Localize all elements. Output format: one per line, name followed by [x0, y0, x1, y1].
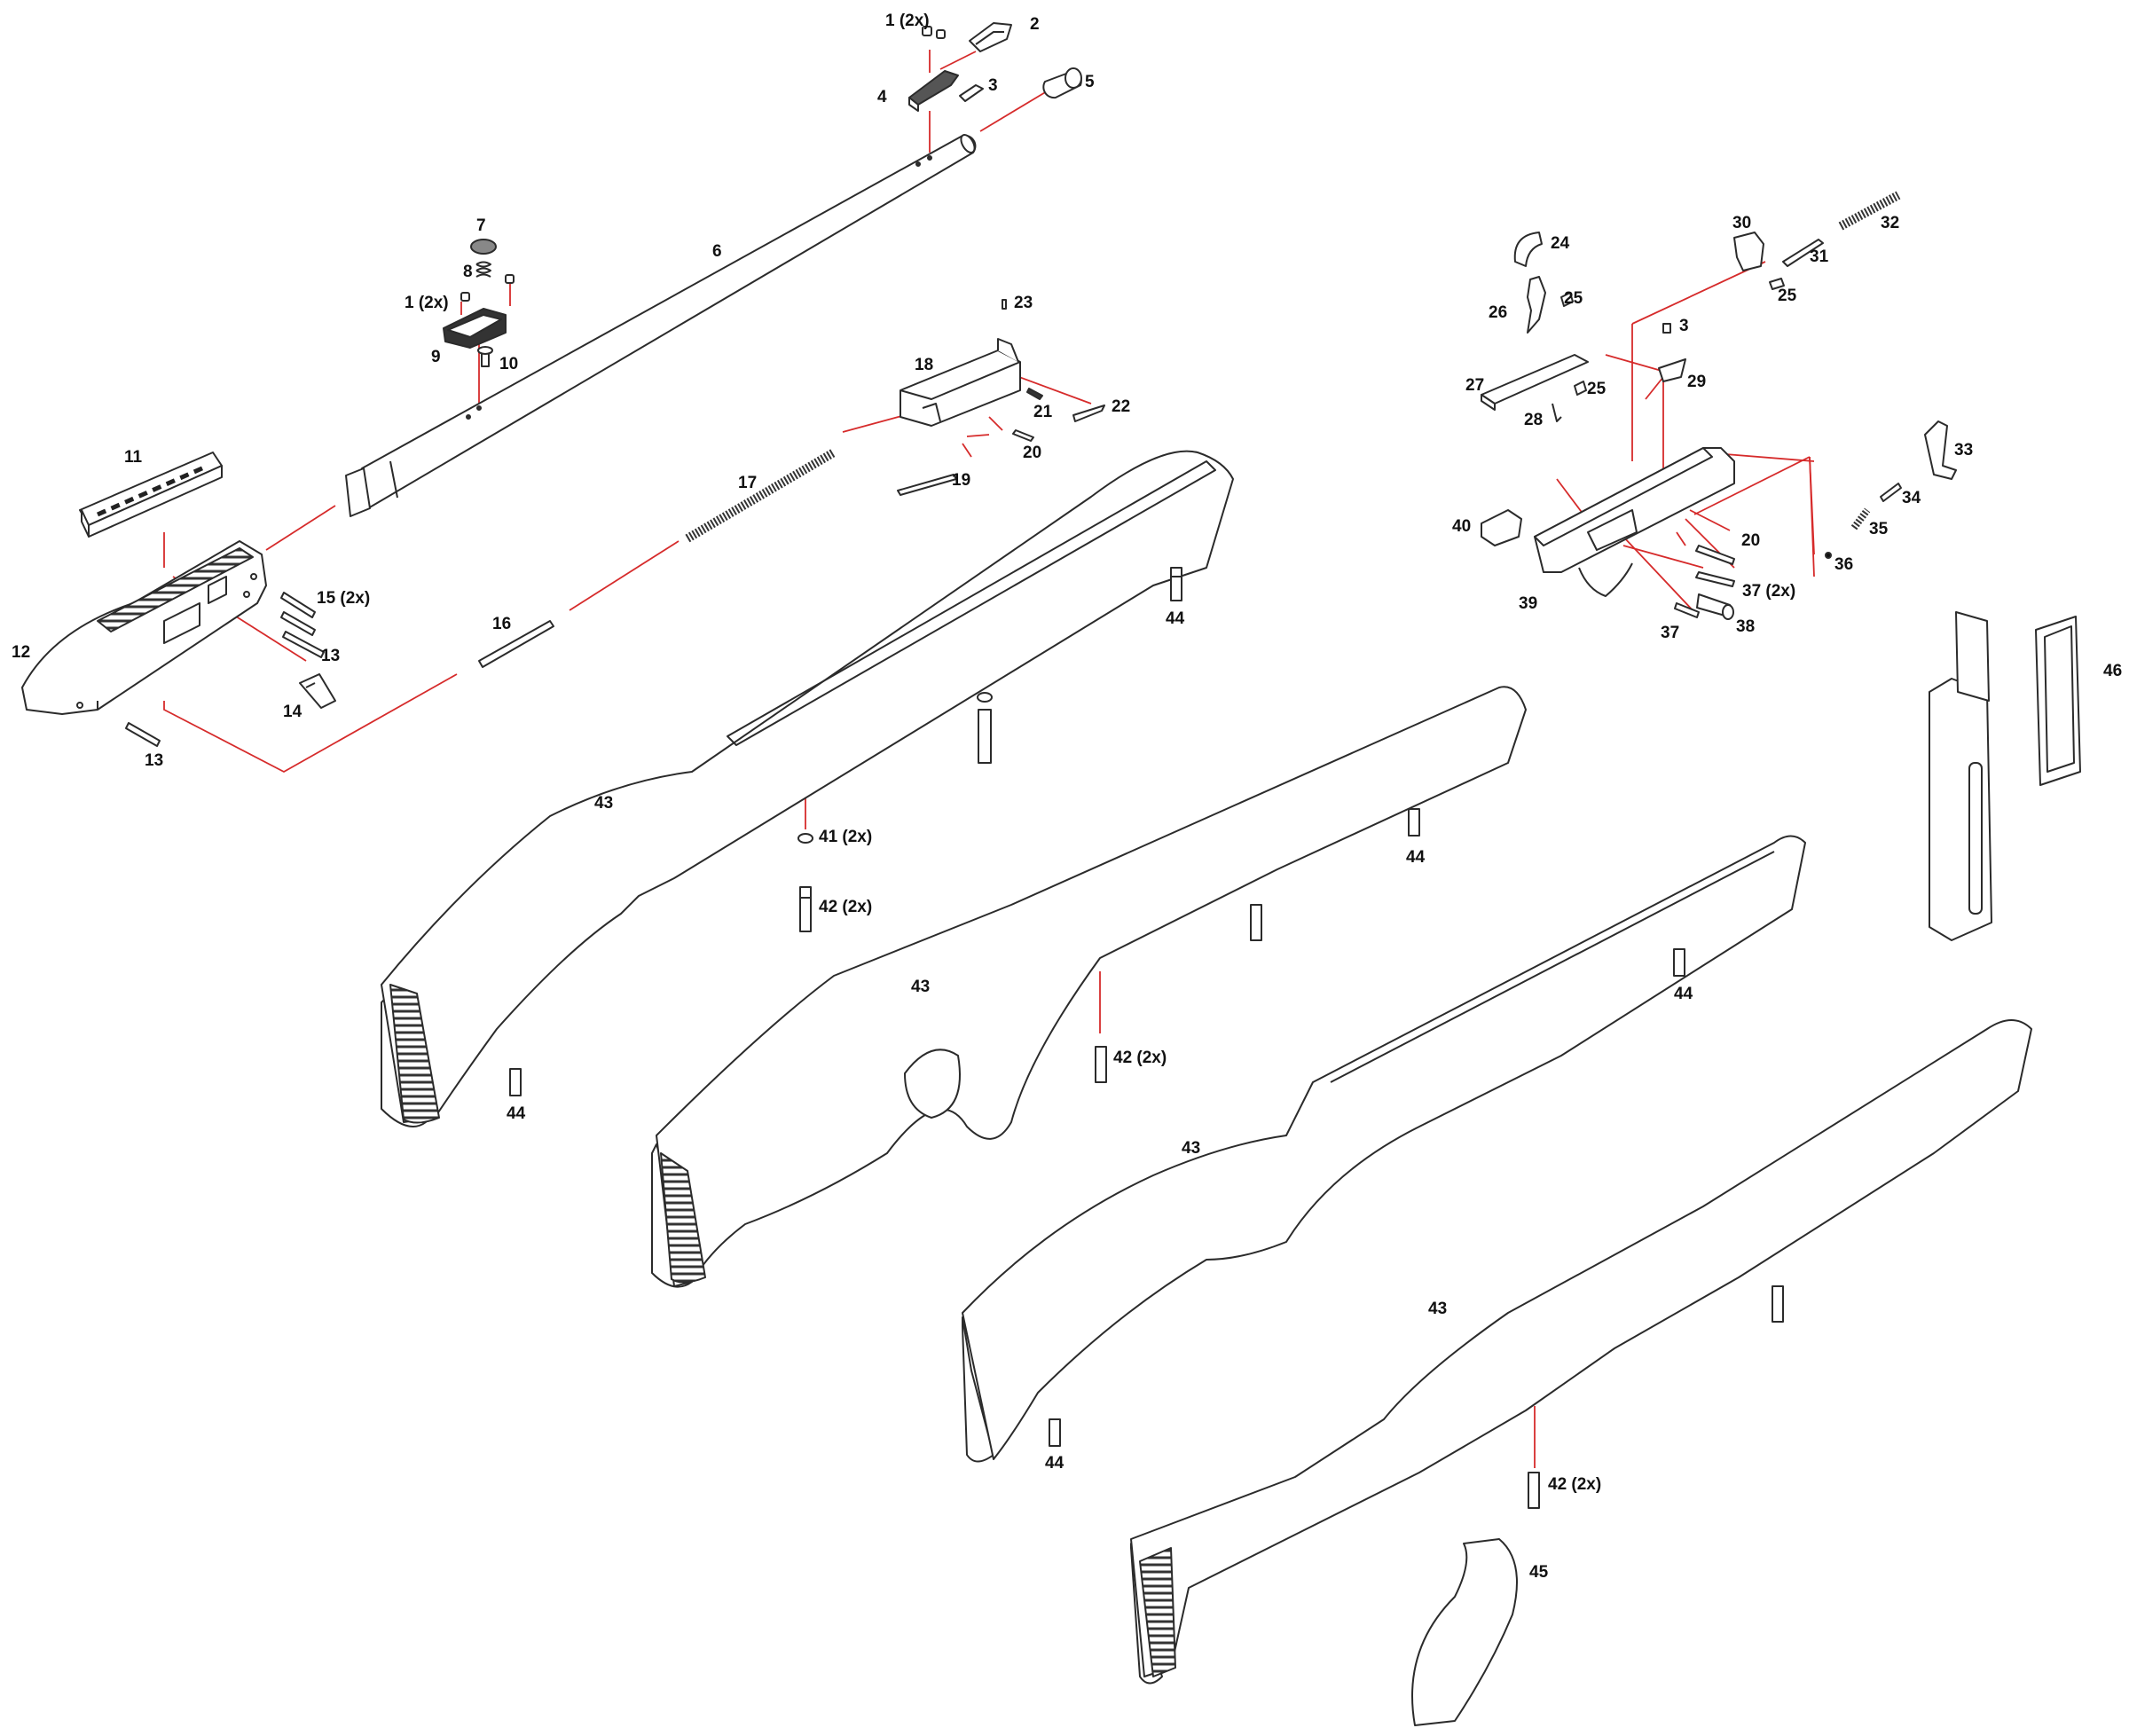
part-label-25-upper: 25	[1564, 289, 1583, 308]
part-label-25-hammer: 25	[1778, 287, 1797, 305]
part-label-34: 34	[1902, 489, 1921, 507]
part-label-13-upper: 13	[321, 647, 341, 665]
magazines-part-46	[1929, 611, 2081, 941]
trigger-group-small-parts	[1481, 232, 1686, 422]
stock-part-43-thumbhole	[651, 686, 1527, 1288]
part-label-43-wood: 43	[594, 794, 614, 813]
part-label-43-thumbhole: 43	[911, 978, 931, 996]
part-label-6: 6	[712, 242, 722, 261]
part-label-44-sporter-upper: 44	[1674, 985, 1693, 1003]
stock-part-43-chassis	[1130, 1019, 2032, 1726]
magazine-release-parts	[1825, 420, 1957, 559]
part-label-42-2x-chassis: 42 (2x)	[1548, 1475, 1602, 1494]
part-label-26: 26	[1489, 303, 1508, 322]
part-label-24: 24	[1551, 234, 1570, 253]
part-label-22: 22	[1112, 397, 1131, 416]
part-label-40: 40	[1452, 517, 1472, 536]
front-sight-parts	[908, 22, 1082, 112]
part-label-29: 29	[1687, 373, 1707, 391]
scope-rail-part-11	[79, 452, 223, 538]
hammer-parts	[1733, 191, 1901, 290]
line-art	[21, 22, 2081, 1726]
barrel-part-6	[345, 134, 977, 517]
part-label-21: 21	[1033, 403, 1053, 421]
trigger-housing-part-39	[1481, 447, 1735, 620]
part-label-1-2x-rear: 1 (2x)	[405, 294, 449, 312]
part-label-10: 10	[499, 355, 519, 373]
part-label-41-2x: 41 (2x)	[819, 828, 873, 846]
part-label-28: 28	[1524, 411, 1544, 429]
part-label-11: 11	[124, 448, 143, 467]
part-label-1-2x-front: 1 (2x)	[885, 12, 930, 30]
part-label-44-sporter-butt: 44	[1045, 1454, 1064, 1473]
part-label-12: 12	[12, 643, 31, 662]
part-label-43-chassis: 43	[1428, 1300, 1448, 1318]
part-label-20-bolt: 20	[1023, 444, 1042, 462]
part-label-25-middle: 25	[1587, 380, 1607, 398]
part-label-37: 37	[1661, 624, 1680, 642]
rear-sight-parts	[443, 239, 515, 367]
part-label-43-sporter: 43	[1182, 1139, 1201, 1158]
part-label-35: 35	[1869, 520, 1889, 538]
part-label-32: 32	[1881, 214, 1900, 232]
part-label-42-2x-wood: 42 (2x)	[819, 898, 873, 916]
part-label-5: 5	[1085, 73, 1095, 91]
part-label-42-2x-thumbhole: 42 (2x)	[1113, 1049, 1167, 1067]
part-label-23: 23	[1014, 294, 1033, 312]
stock-part-43-sporter	[962, 835, 1806, 1463]
part-label-20-housing: 20	[1741, 531, 1761, 550]
screws-41-42-44	[509, 567, 1784, 1509]
part-label-17: 17	[738, 474, 758, 492]
part-label-45: 45	[1529, 1563, 1549, 1582]
part-label-31: 31	[1810, 247, 1829, 266]
part-label-39: 39	[1519, 594, 1538, 613]
stock-part-43-wood	[381, 450, 1234, 1127]
receiver-part-12	[21, 540, 267, 715]
bolt-parts	[897, 299, 1105, 496]
part-label-16: 16	[492, 615, 512, 633]
part-label-9: 9	[431, 348, 441, 366]
part-label-18: 18	[915, 356, 934, 374]
part-label-7: 7	[476, 216, 486, 235]
part-label-33: 33	[1954, 441, 1974, 460]
part-label-15-2x: 15 (2x)	[317, 589, 371, 608]
part-label-37-2x: 37 (2x)	[1742, 582, 1796, 601]
part-label-4: 4	[877, 88, 887, 106]
recoil-spring-part-17	[685, 448, 837, 543]
part-label-14: 14	[283, 703, 302, 721]
part-label-44-thumbhole-upper: 44	[1406, 848, 1426, 867]
part-label-3-trigger: 3	[1679, 317, 1689, 335]
part-label-2: 2	[1030, 15, 1040, 34]
part-label-30: 30	[1732, 214, 1752, 232]
part-label-44-wood-upper: 44	[1166, 609, 1185, 628]
small-pins	[125, 592, 554, 747]
part-label-3-front: 3	[988, 76, 998, 95]
part-label-27: 27	[1465, 376, 1485, 395]
part-label-36: 36	[1834, 555, 1854, 574]
part-label-13-lower: 13	[145, 751, 164, 770]
part-label-38: 38	[1736, 617, 1756, 636]
part-label-46: 46	[2103, 662, 2123, 680]
part-label-19: 19	[952, 471, 971, 490]
part-label-44-wood-butt: 44	[507, 1104, 526, 1123]
part-label-8: 8	[463, 263, 473, 281]
